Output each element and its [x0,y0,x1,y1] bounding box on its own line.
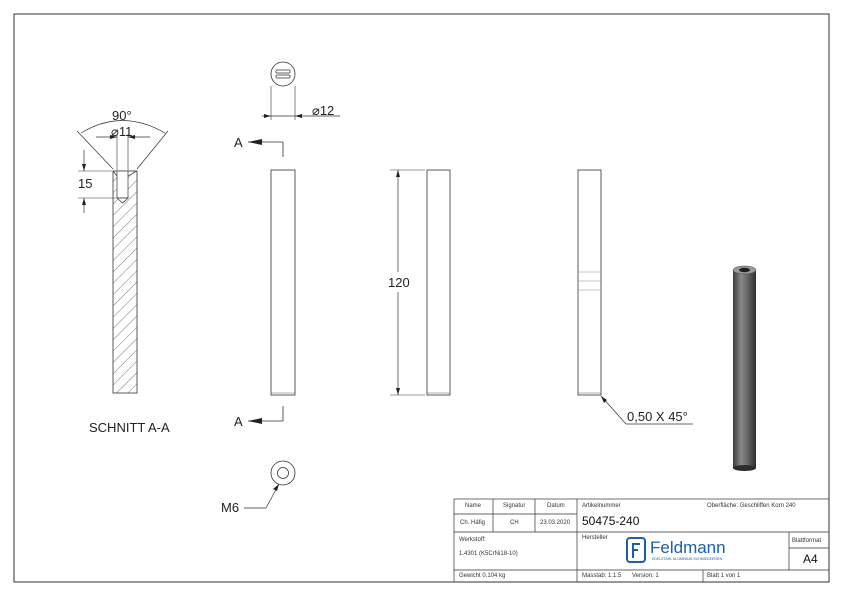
tb-logo-text: Feldmann [650,538,726,557]
thread-label: M6 [221,500,240,515]
tb-article-number: 50475-240 [582,514,640,528]
tb-weight: Gewicht 0.104 kg [459,573,506,579]
chamfer-label: 0,50 X 45° [627,409,688,424]
title-block [453,498,830,583]
front-top-circle [270,61,296,87]
section-angle-label: 90° [112,108,132,123]
angle-leader-left [76,130,114,170]
side-view [390,169,451,396]
tb-material-label: Werkstoff: [459,537,486,543]
tb-name-header: Name [465,503,482,509]
drawing-border [13,13,830,583]
angle-arc [80,120,166,134]
cut-marker-bottom: A [234,414,243,429]
section-depth-label: 15 [78,176,93,191]
section-body [112,170,138,394]
side-rod [426,169,451,396]
tb-logo-tagline: EDELSTAHL ALUMINIUM SCHMIEDEEISEN [652,557,723,561]
section-title: SCHNITT A-A [89,420,170,435]
tb-sheet: Blatt 1 von 1 [707,573,741,579]
front-view [244,61,340,509]
front-bottom-circle [270,460,296,486]
feldmann-logo-icon [626,537,646,563]
right-view [577,169,693,425]
section-view [76,120,169,394]
section-diameter-label: ⌀11 [111,124,133,139]
tb-date-header: Datum [547,503,565,509]
tb-name: Ch. Häfig [460,520,486,526]
rod-3d-render [732,265,757,471]
tb-article-label: Artikelnummer [582,503,621,509]
tb-scale: Masstab: 1:1.5 [582,573,622,579]
tb-material: 1.4301 (K5CrNi18-10) [459,551,518,557]
tb-signature: CH [510,520,519,526]
tb-format: A4 [803,552,818,566]
tb-version: Version: 1 [632,573,659,579]
tb-surface: Oberfläche: Geschliffen Korn 240 [707,503,796,509]
section-bore [116,170,129,199]
tb-signature-header: Signatur [503,503,526,509]
tb-manufacturer-label: Hersteller [582,535,608,541]
length-label: 120 [388,275,410,290]
right-rod [577,169,602,396]
angle-leader-right [136,130,169,170]
front-rod [270,169,296,396]
front-diameter-label: ⌀12 [312,103,335,118]
tb-date: 23.03.2020 [540,520,571,526]
cut-marker-top: A [234,135,243,150]
tb-format-label: Blattformat [792,538,822,544]
